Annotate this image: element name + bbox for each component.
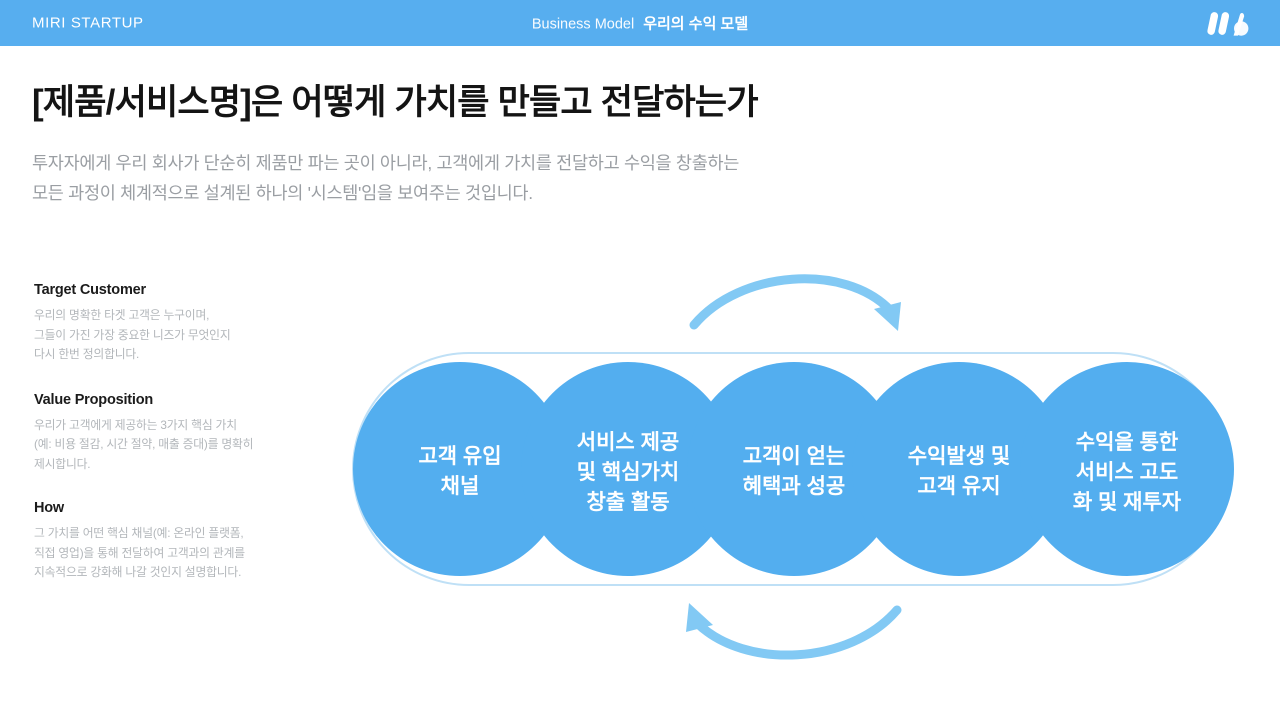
info-block-how: How 그 가치를 어떤 핵심 채널(예: 온라인 플랫폼, 직접 영업)을 통… — [34, 500, 334, 583]
page-title: [제품/서비스명]은 어떻게 가치를 만들고 전달하는가 — [32, 83, 759, 122]
section-label: Business Model 우리의 수익 모델 — [532, 13, 748, 34]
stage-5-line-1: 수익을 통한 — [1076, 431, 1178, 454]
stage-5-line-3: 화 및 재투자 — [1073, 491, 1182, 514]
info-block-desc: 우리가 고객에게 제공하는 3가지 핵심 가치 (예: 비용 절감, 시간 절약… — [34, 417, 254, 471]
page-subtitle-line-2: 모든 과정이 체계적으로 설계된 하나의 '시스템'임을 보여주는 것입니다. — [32, 183, 533, 203]
info-block-title: Value Proposition — [34, 391, 154, 408]
stage-3-line-2: 혜택과 성공 — [743, 475, 845, 498]
stage-5-line-2: 서비스 고도 — [1076, 461, 1178, 484]
brand-label: MIRI STARTUP — [32, 14, 144, 32]
page-subtitle: 투자자에게 우리 회사가 단순히 제품만 파는 곳이 아니라, 고객에게 가치를… — [32, 148, 739, 208]
value-chain-diagram: 고객 유입 채널 서비스 제공 및 핵심가치 창출 활동 고객이 얻는 혜택과 … — [345, 265, 1245, 665]
stage-4-line-2: 고객 유지 — [917, 475, 1000, 498]
stage-circle-3[interactable]: 고객이 얻는 혜택과 성공 — [687, 362, 901, 576]
stage-1-line-2: 채널 — [441, 475, 480, 498]
bottom-arrow-left-icon — [686, 603, 902, 660]
stage-4-line-1: 수익발생 및 — [908, 445, 1010, 468]
stage-2-line-3: 창출 활동 — [586, 491, 669, 514]
info-block-title: Target Customer — [34, 282, 146, 298]
info-block-title: How — [34, 500, 65, 516]
stage-2-line-2: 및 핵심가치 — [577, 461, 679, 484]
stage-circle-5[interactable]: 수익을 통한 서비스 고도 화 및 재투자 — [1020, 362, 1234, 576]
page-subtitle-line-1: 투자자에게 우리 회사가 단순히 제품만 파는 곳이 아니라, 고객에게 가치를… — [32, 153, 740, 173]
stage-1-line-1: 고객 유입 — [418, 445, 501, 468]
stage-3-line-1: 고객이 얻는 — [743, 445, 845, 468]
stage-circle-1[interactable]: 고객 유입 채널 — [353, 362, 567, 576]
miri-m-logo-icon — [1206, 6, 1252, 40]
info-block-desc: 그 가치를 어떤 핵심 채널(예: 온라인 플랫폼, 직접 영업)을 통해 전달… — [34, 526, 245, 579]
info-block-target-customer: Target Customer 우리의 명확한 타겟 고객은 누구이며, 그들이… — [34, 282, 334, 365]
info-block-desc: 우리의 명확한 타겟 고객은 누구이며, 그들이 가진 가장 중요한 니즈가 무… — [34, 308, 231, 361]
section-label-en: Business Model — [531, 16, 635, 33]
stage-circle-2[interactable]: 서비스 제공 및 핵심가치 창출 활동 — [521, 362, 735, 576]
section-label-kr: 우리의 수익 모델 — [643, 15, 749, 33]
stage-circle-4[interactable]: 수익발생 및 고객 유지 — [852, 362, 1066, 576]
top-arrow-right-icon — [689, 274, 901, 331]
top-header-bar: MIRI STARTUP Business Model 우리의 수익 모델 — [0, 0, 1280, 46]
info-block-value-proposition: Value Proposition 우리가 고객에게 제공하는 3가지 핵심 가… — [34, 392, 334, 475]
stage-2-line-1: 서비스 제공 — [577, 431, 679, 454]
left-info-column: Target Customer 우리의 명확한 타겟 고객은 누구이며, 그들이… — [34, 282, 334, 583]
